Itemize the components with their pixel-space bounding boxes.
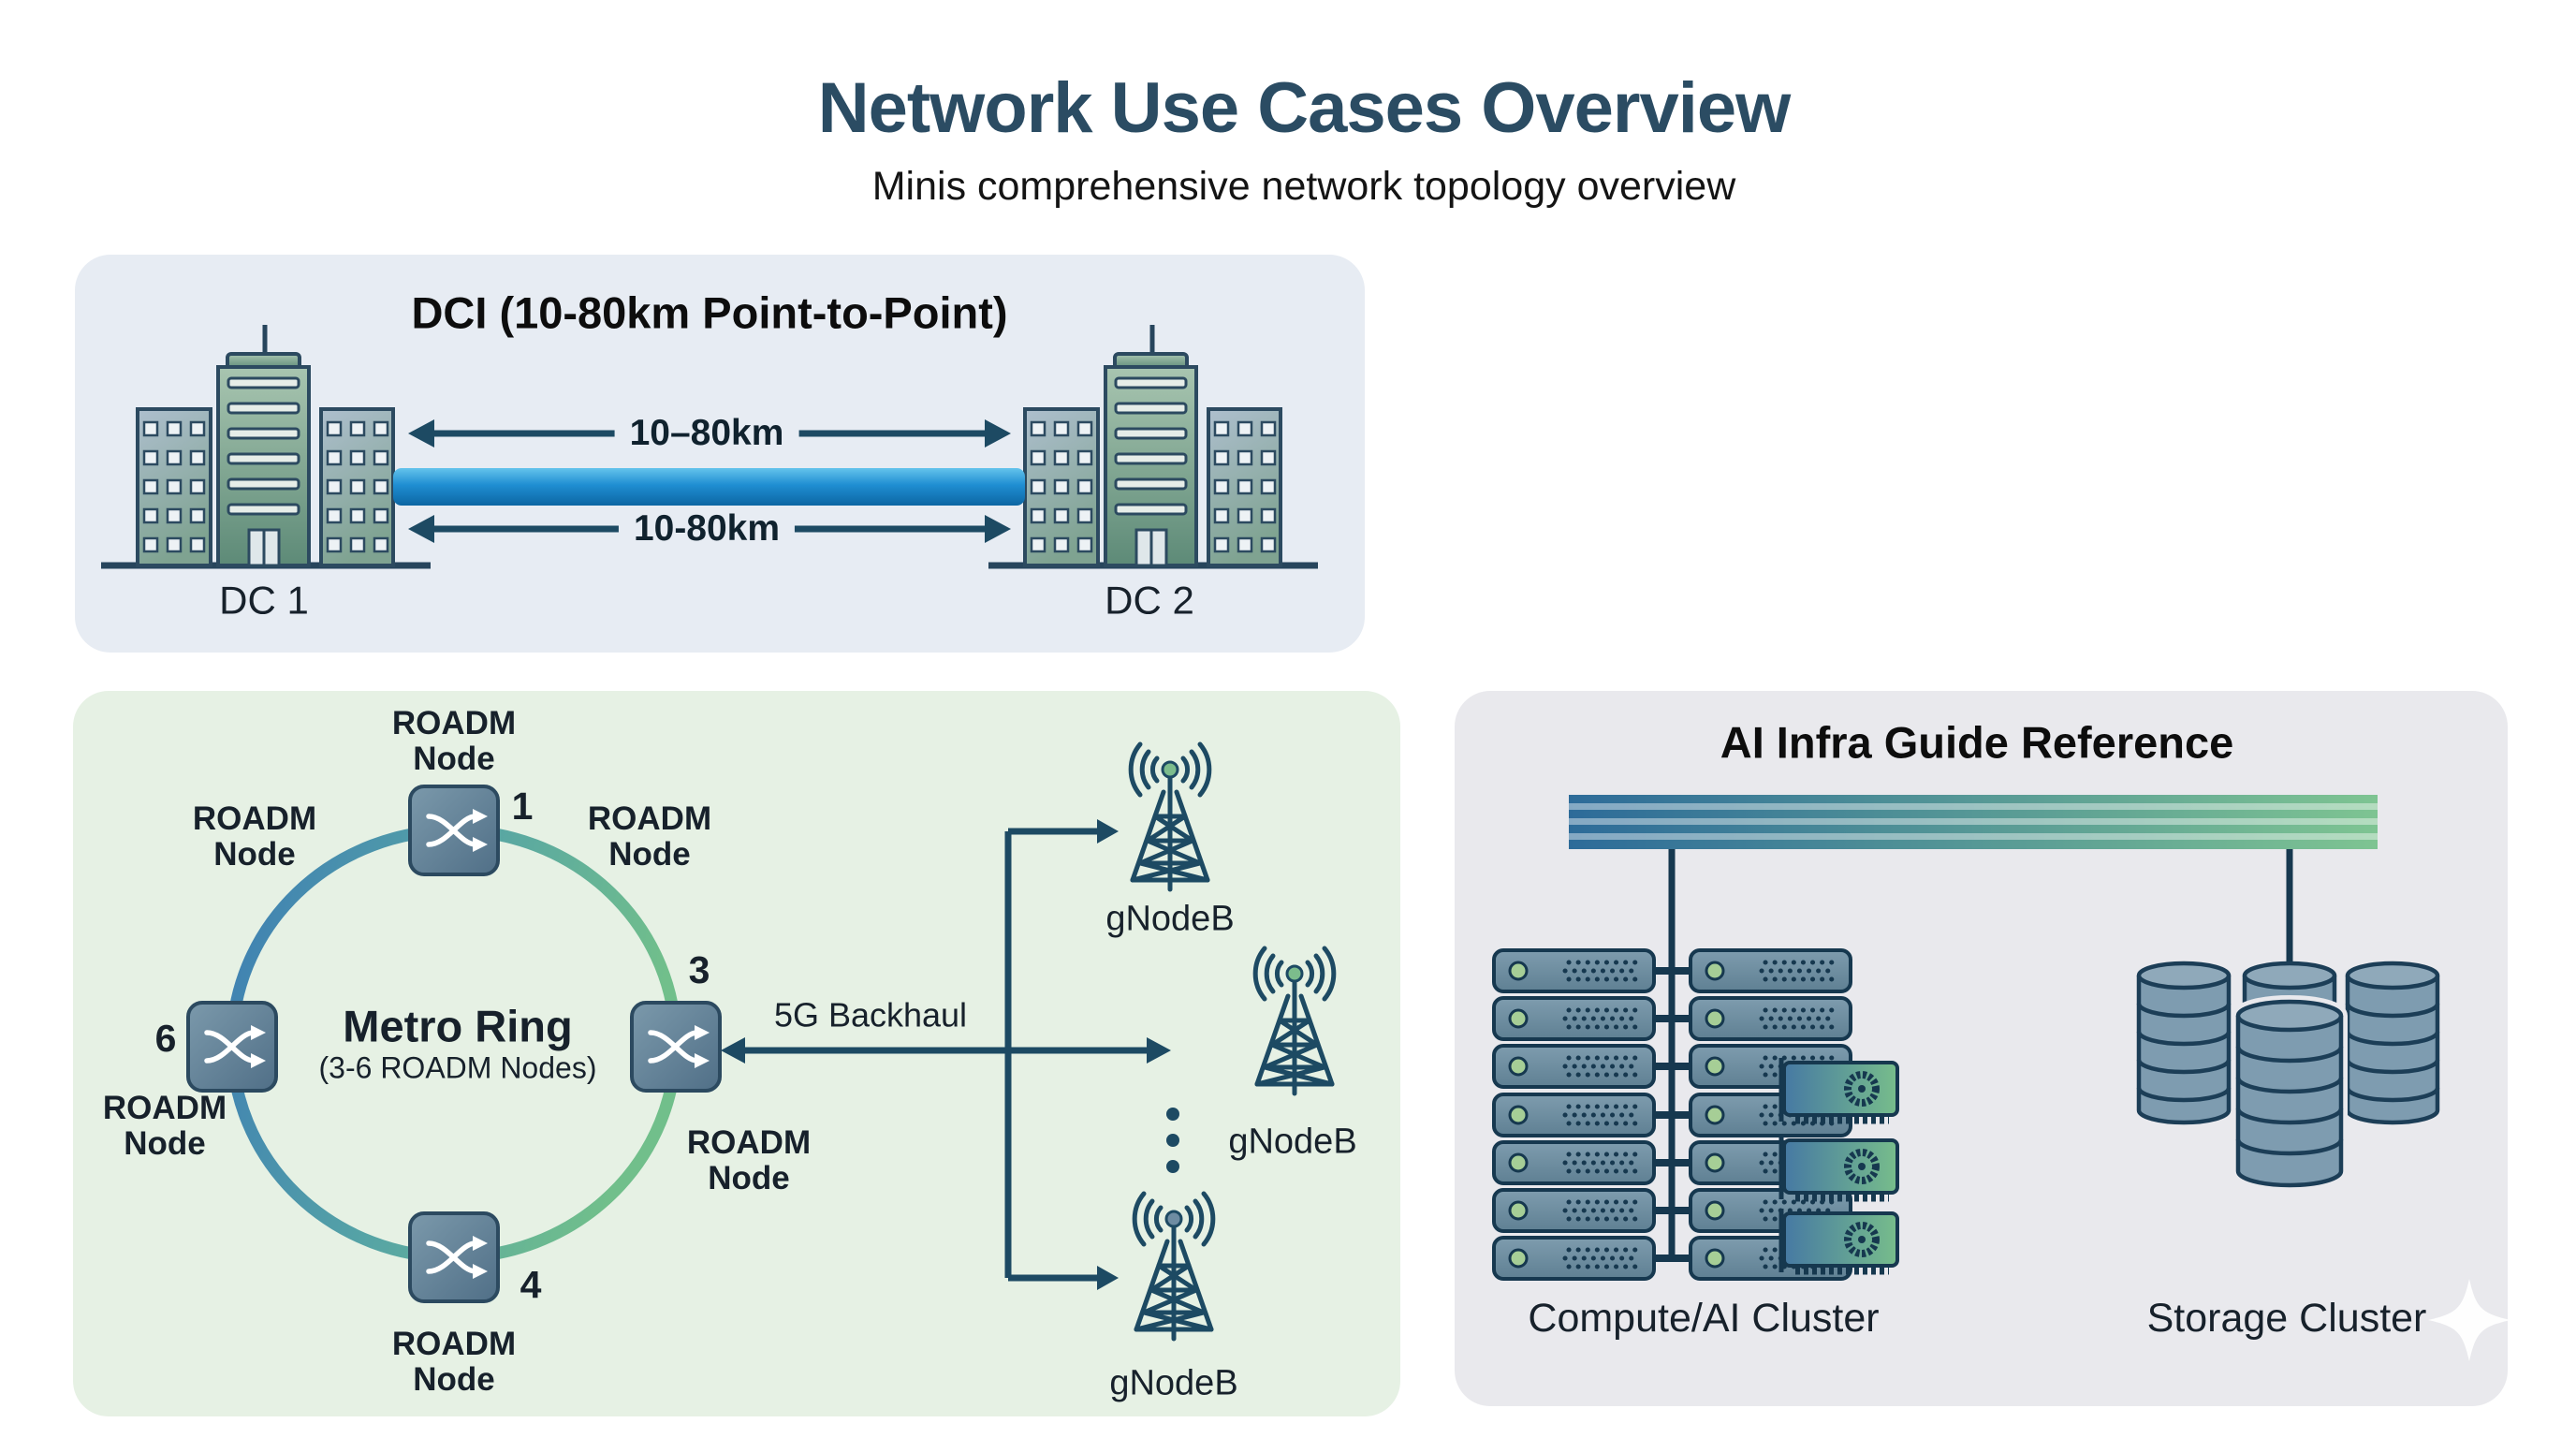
storage-cluster-label: Storage Cluster xyxy=(2146,1295,2427,1341)
ai-panel-title: AI Infra Guide Reference xyxy=(1720,717,2234,768)
page-subtitle: Minis comprehensive network topology ove… xyxy=(871,163,1736,209)
gnodeb-tower-top-icon xyxy=(1131,744,1209,889)
roadm-label-upper-right: ROADM Node xyxy=(587,800,712,873)
gnodeb-label-bottom: gNodeB xyxy=(1109,1363,1238,1403)
dci-panel-title: DCI (10-80km Point-to-Point) xyxy=(411,287,1008,338)
sparkle-icon xyxy=(2428,1279,2508,1361)
backhaul-double-arrow xyxy=(721,1037,1171,1064)
node-number-4: 4 xyxy=(520,1262,542,1306)
metro-ring-title: Metro Ring xyxy=(343,1001,573,1051)
dc1-buildings-icon xyxy=(101,325,431,565)
cluster-uplink-lines xyxy=(1668,849,2293,1258)
node-number-6: 6 xyxy=(154,1016,177,1060)
roadm-label-lower-right: ROADM Node xyxy=(686,1124,812,1196)
page-title: Network Use Cases Overview xyxy=(817,67,1792,148)
dci-top-distance-label: 10–80km xyxy=(614,413,799,454)
gnodeb-label-top: gNodeB xyxy=(1105,899,1235,939)
dc2-buildings-icon xyxy=(988,325,1318,565)
roadm-label-bottom: ROADM Node xyxy=(391,1326,517,1398)
gnodeb-label-middle: gNodeB xyxy=(1228,1122,1357,1162)
network-bus-bar xyxy=(1569,795,2378,849)
metro-ring-subtitle: (3-6 ROADM Nodes) xyxy=(318,1050,597,1085)
node-number-1: 1 xyxy=(511,784,534,828)
ai-infra-diagram xyxy=(1455,795,2508,1361)
metro-diagram xyxy=(73,691,1400,1416)
network-bus-stripes xyxy=(1569,803,2378,840)
backhaul-branch-lines xyxy=(1004,819,1119,1290)
gpu-card-icons xyxy=(1781,1058,1897,1272)
dci-fiber-link-bar xyxy=(393,468,1025,506)
storage-cylinder-icons xyxy=(2139,963,2437,1192)
dci-bottom-distance-label: 10-80km xyxy=(618,508,796,550)
roadm-node-4-icon xyxy=(410,1213,498,1301)
node-number-3: 3 xyxy=(688,947,710,991)
server-interconnect-stubs xyxy=(1654,967,1690,1262)
backhaul-label: 5G Backhaul xyxy=(773,995,968,1034)
roadm-label-top: ROADM Node xyxy=(391,705,517,777)
roadm-node-6-icon xyxy=(188,1003,276,1091)
gnodeb-tower-middle-icon xyxy=(1255,948,1334,1093)
dc2-label: DC 2 xyxy=(1105,578,1194,623)
dc1-label: DC 1 xyxy=(219,578,309,623)
roadm-label-upper-left: ROADM Node xyxy=(192,800,317,873)
compute-cluster-label: Compute/AI Cluster xyxy=(1528,1295,1880,1341)
roadm-node-3-icon xyxy=(632,1003,720,1091)
roadm-node-1-icon xyxy=(410,786,498,874)
ellipsis-dots-icon xyxy=(1166,1108,1179,1173)
gnodeb-tower-bottom-icon xyxy=(1134,1194,1213,1339)
roadm-label-lower-left: ROADM Node xyxy=(102,1090,227,1162)
